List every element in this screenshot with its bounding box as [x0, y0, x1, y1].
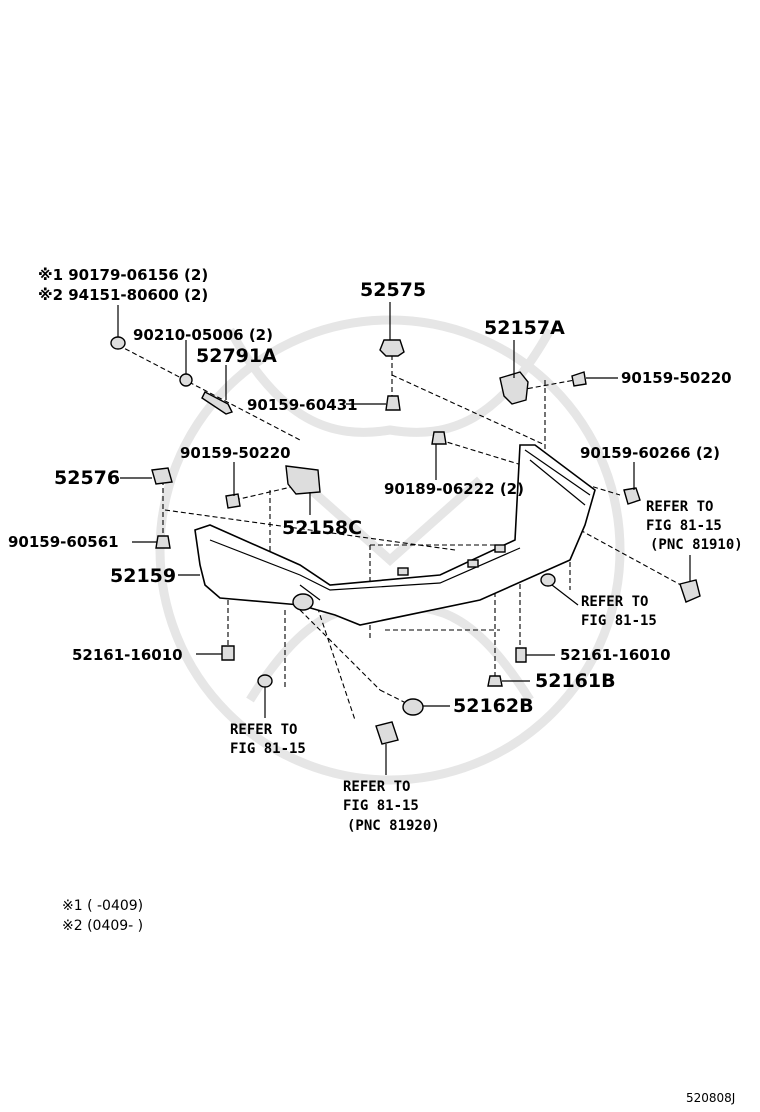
screw-icon-52161-l: [221, 645, 235, 661]
grommet-icon-left: [257, 674, 273, 688]
label-90159-60431: 90159-60431: [247, 396, 358, 414]
label-52158c: 52158C: [282, 517, 362, 539]
bumper-cover-52159[interactable]: [194, 444, 596, 626]
part-labels: ※1 90179-06156 (2) ※2 94151-80600 (2) 90…: [8, 266, 732, 717]
screw-icon-90159-60561: [155, 535, 171, 549]
label-52159: 52159: [110, 565, 176, 587]
label-90159-60266: 90159-60266 (2): [580, 444, 720, 462]
grommet-icon-right: [540, 573, 556, 587]
label-52162b: 52162B: [453, 695, 534, 717]
label-52161b: 52161B: [535, 670, 616, 692]
label-90159-50220-left: 90159-50220: [180, 444, 291, 462]
label-52791a: 52791A: [196, 345, 277, 367]
bracket-icon-52158c: [285, 465, 321, 495]
screw-icon-90159-50220-l: [225, 493, 241, 509]
refer-pnc81910-line2: FIG 81-15: [646, 518, 722, 534]
refer-right-line2: FIG 81-15: [581, 613, 657, 629]
label-52575: 52575: [360, 279, 426, 301]
label-94151-80600: ※2 94151-80600 (2): [38, 286, 208, 304]
reflector-mount-icon: [292, 593, 314, 611]
label-52576: 52576: [54, 467, 120, 489]
screw-icon-52161-r: [515, 647, 527, 663]
clip-icon-52575: [379, 339, 405, 357]
cap-icon-52162b: [402, 698, 424, 716]
label-90159-50220-right: 90159-50220: [621, 369, 732, 387]
bracket-icon-52157a: [499, 371, 529, 405]
label-90159-60561: 90159-60561: [8, 533, 119, 551]
label-52161-16010-right: 52161-16010: [560, 646, 671, 664]
stud-icon-52791a: [201, 391, 233, 415]
refer-to-callouts: REFER TO FIG 81-15 (PNC 81910) REFER TO …: [230, 499, 743, 834]
label-52161-16010-left: 52161-16010: [72, 646, 183, 664]
clip-icon-90189: [431, 431, 447, 445]
refer-right-line1: REFER TO: [581, 594, 648, 610]
refer-pnc81920-line3: (PNC 81920): [347, 818, 440, 834]
label-52157a: 52157A: [484, 317, 565, 339]
grommet-icon-90179: [110, 336, 126, 350]
figure-code: 520808J: [686, 1091, 735, 1105]
nut-icon-90210: [179, 373, 193, 387]
refer-pnc81920-line1: REFER TO: [343, 779, 410, 795]
refer-left-line2: FIG 81-15: [230, 741, 306, 757]
label-90179-06156: ※1 90179-06156 (2): [38, 266, 208, 284]
label-90210-05006: 90210-05006 (2): [133, 326, 273, 344]
clip-icon-52576: [151, 467, 173, 485]
footnotes: ※1 ( -0409) ※2 (0409- ): [62, 898, 143, 934]
screw-icon-90159-60431: [385, 395, 401, 411]
refer-pnc81910-line1: REFER TO: [646, 499, 713, 515]
screw-icon-90159-50220-r: [571, 371, 587, 387]
footnote-2: ※2 (0409- ): [62, 918, 143, 934]
leader-lines: [117, 302, 691, 775]
screw-icon-pnc81920: [375, 721, 399, 745]
refer-left-line1: REFER TO: [230, 722, 297, 738]
screw-icon-pnc81910: [679, 579, 701, 603]
screw-icon-90159-60266: [623, 487, 641, 505]
nut-icon-52161b: [487, 675, 503, 687]
label-90189-06222: 90189-06222 (2): [384, 480, 524, 498]
refer-pnc81910-line3: (PNC 81910): [650, 537, 743, 553]
part-icons: [110, 336, 701, 745]
footnote-1: ※1 ( -0409): [62, 898, 143, 914]
refer-pnc81920-line2: FIG 81-15: [343, 798, 419, 814]
